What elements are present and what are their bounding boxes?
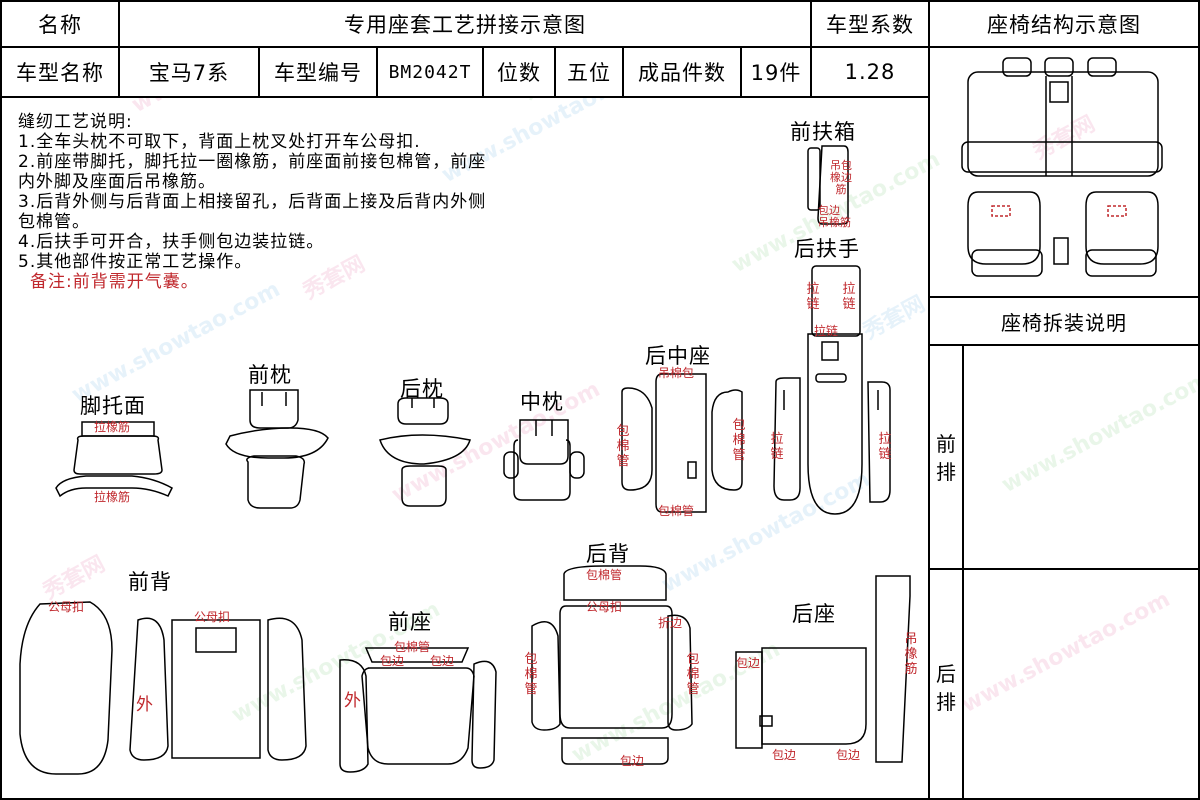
part-label-middle-headrest: 中枕 — [520, 390, 564, 414]
coefficient-value: 1.28 — [810, 46, 930, 98]
part-label-footrest: 脚托面 — [80, 394, 146, 418]
annotation-binding-edge: 包边 — [772, 748, 797, 762]
coefficient-label: 车型系数 — [810, 0, 930, 48]
annotation-outer: 外 — [136, 695, 153, 715]
row-label-column — [928, 344, 964, 800]
annotation-zipper: 拉链 — [814, 324, 839, 338]
seat-structure-thumbnail — [961, 57, 1163, 277]
annotation-snap-button: 公母扣 — [48, 600, 85, 614]
rear-headrest-pattern — [379, 397, 471, 507]
front-seat-pattern — [339, 647, 497, 773]
notes-line: 包棉管。 — [18, 212, 90, 232]
rear-armrest-pattern — [773, 265, 891, 515]
footrest-pattern — [55, 421, 173, 498]
annotation-foam-tube: 包棉管 — [394, 640, 431, 654]
annotation-outer: 外 — [344, 691, 361, 711]
annotation-box-top-line: 吊包 — [830, 159, 852, 172]
annotation-rear-back-right: 包棉管 — [686, 652, 700, 697]
part-label-rear-back: 后背 — [586, 542, 630, 566]
annotation-box-bottom: 包边 — [818, 204, 840, 217]
part-label-front-seat: 前座 — [388, 610, 432, 634]
notes-heading: 缝纫工艺说明: — [18, 112, 133, 132]
annotation-box-bottom: 吊橡筋 — [818, 216, 851, 229]
rear-seat-pattern — [735, 575, 911, 763]
right-panel — [928, 46, 1200, 800]
notes-line: 2.前座带脚托，脚托拉一圈橡筋，前座面前接包棉管，前座 — [18, 152, 487, 172]
seats-label: 位数 — [482, 46, 556, 98]
annotation-fold-edge: 折边 — [658, 616, 683, 630]
notes-line: 内外脚及座面后吊橡筋。 — [18, 172, 216, 192]
annotation-zip-lower-right: 拉链 — [878, 432, 892, 462]
front-armrest-box-pattern — [807, 145, 849, 225]
annotation-binding-edge: 包边 — [836, 748, 861, 762]
model-name-value: 宝马7系 — [118, 46, 260, 98]
notes-remark: 备注:前背需开气囊。 — [30, 272, 199, 292]
notes-line: 3.后背外侧与后背面上相接留孔，后背面上接及后背内外侧 — [18, 192, 487, 212]
notes-line: 1.全车头枕不可取下，背面上枕叉处打开车公母扣. — [18, 132, 421, 152]
part-label-rear-middle-seat: 后中座 — [645, 344, 711, 368]
notes-line: 4.后扶手可开合，扶手侧包边装拉链。 — [18, 232, 325, 252]
front-row-label: 前排 — [936, 432, 956, 484]
part-label-rear-seat: 后座 — [792, 602, 836, 626]
annotation-rear-seat-elastic: 吊橡筋 — [904, 632, 918, 677]
annotation-foam-tube: 包棉管 — [586, 568, 623, 582]
annotation-snap-button: 公母扣 — [586, 600, 623, 614]
annotation-hanging-foam: 吊棉包 — [658, 366, 695, 380]
annotation-foam-tube-left: 包棉管 — [616, 424, 630, 469]
annotation-pull-elastic: 拉橡筋 — [94, 420, 131, 434]
annotation-zip-left: 拉链 — [806, 282, 820, 312]
name-label: 名称 — [0, 0, 120, 48]
rear-back-pattern — [531, 565, 693, 765]
middle-headrest-pattern — [503, 419, 585, 501]
annotation-rear-back-left: 包棉管 — [524, 652, 538, 697]
annotation-box-top-line: 橡边 — [830, 171, 852, 184]
part-label-rear-armrest: 后扶手 — [794, 237, 860, 261]
annotation-binding-edge: 包边 — [620, 754, 645, 768]
part-label-front-headrest: 前枕 — [248, 363, 292, 387]
front-back-pattern — [19, 601, 307, 775]
annotation-foam-tube-right: 包棉管 — [732, 418, 746, 463]
annotation-box-top-line: 筋 — [835, 183, 847, 196]
rear-middle-seat-pattern — [621, 373, 743, 513]
structure-title: 座椅结构示意图 — [928, 0, 1200, 48]
annotation-zip-right: 拉链 — [842, 282, 856, 312]
model-code-label: 车型编号 — [258, 46, 378, 98]
sewing-notes: 缝纫工艺说明: 1.全车头枕不可取下，背面上枕叉处打开车公母扣. 2.前座带脚托… — [18, 112, 486, 292]
front-headrest-pattern — [225, 389, 329, 509]
part-label-rear-headrest: 后枕 — [400, 377, 444, 401]
annotation-snap-button: 公母扣 — [194, 610, 231, 624]
annotation-zip-lower-left: 拉链 — [770, 432, 784, 462]
annotation-binding-edge: 包边 — [736, 656, 761, 670]
pieces-value: 19件 — [740, 46, 812, 98]
annotation-pull-elastic: 拉橡筋 — [94, 490, 131, 504]
model-code-value: BM2042T — [376, 46, 484, 98]
row-divider — [928, 568, 1200, 570]
annotation-binding-edge: 包边 — [380, 654, 405, 668]
part-label-front-armrest-box: 前扶箱 — [790, 120, 856, 144]
annotation-foam-tube: 包棉管 — [658, 504, 695, 518]
pieces-label: 成品件数 — [622, 46, 742, 98]
rear-row-label: 后排 — [936, 662, 956, 714]
model-name-label: 车型名称 — [0, 46, 120, 98]
annotation-binding-edge: 包边 — [430, 654, 455, 668]
notes-line: 5.其他部件按正常工艺操作。 — [18, 252, 253, 272]
annotation-box-top: 吊包 橡边 筋 — [828, 160, 854, 196]
part-label-front-back: 前背 — [128, 570, 172, 594]
disassembly-title: 座椅拆装说明 — [928, 296, 1200, 346]
